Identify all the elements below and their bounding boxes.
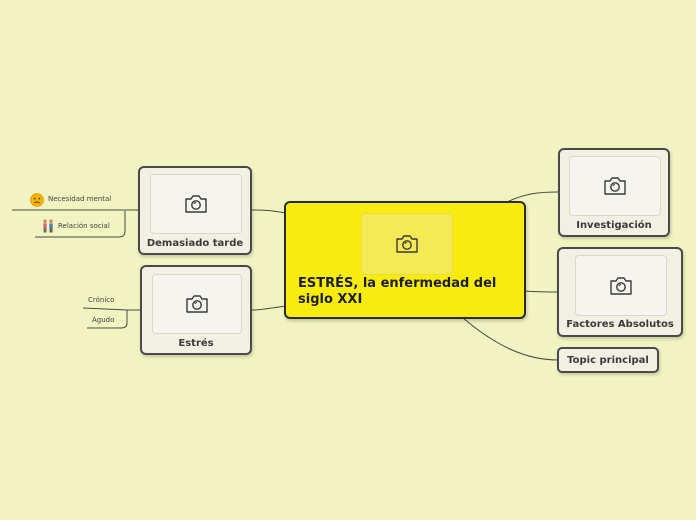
central-topic[interactable]: ESTRÉS, la enfermedad del siglo XXI — [284, 201, 526, 319]
connector-cronico — [82, 307, 140, 311]
subtopic-necesidad-mental[interactable]: Necesidad mental — [48, 195, 112, 203]
connector-topic-principal — [462, 317, 559, 361]
subtopic-cronico[interactable]: Crónico — [88, 296, 115, 304]
node-investigacion[interactable]: Investigación — [558, 148, 670, 237]
image-placeholder[interactable] — [150, 174, 242, 234]
camera-icon — [186, 295, 208, 313]
node-demasiado-tarde[interactable]: Demasiado tarde — [138, 166, 252, 255]
node-factores-absolutos[interactable]: Factores Absolutos — [557, 247, 683, 337]
connector-investigacion — [504, 191, 559, 204]
node-topic-principal[interactable]: Topic principal — [557, 347, 659, 373]
image-placeholder[interactable] — [152, 274, 242, 334]
subtopic-relacion-social[interactable]: Relación social — [58, 222, 110, 230]
people-icon — [41, 219, 55, 236]
image-placeholder[interactable] — [575, 255, 667, 316]
node-label: Investigación — [576, 220, 652, 231]
connector-agudo — [87, 310, 128, 329]
connector-factores — [523, 290, 559, 293]
image-placeholder[interactable] — [569, 156, 661, 216]
node-label: Demasiado tarde — [146, 238, 244, 249]
central-topic-title: ESTRÉS, la enfermedad del siglo XXI — [298, 276, 497, 307]
subtopic-agudo[interactable]: Agudo — [92, 316, 115, 324]
sad-face-icon — [30, 193, 44, 210]
connector-estres — [251, 305, 287, 311]
camera-icon — [185, 195, 207, 213]
connector-demasiado-tarde — [251, 209, 287, 214]
node-label: Factores Absolutos — [566, 319, 674, 330]
camera-icon — [396, 235, 418, 253]
camera-icon — [604, 177, 626, 195]
camera-icon — [610, 276, 632, 295]
node-label: Estrés — [178, 338, 214, 349]
connector-relacion-social — [35, 211, 126, 238]
image-placeholder[interactable] — [361, 213, 453, 275]
node-estres[interactable]: Estrés — [140, 265, 252, 355]
